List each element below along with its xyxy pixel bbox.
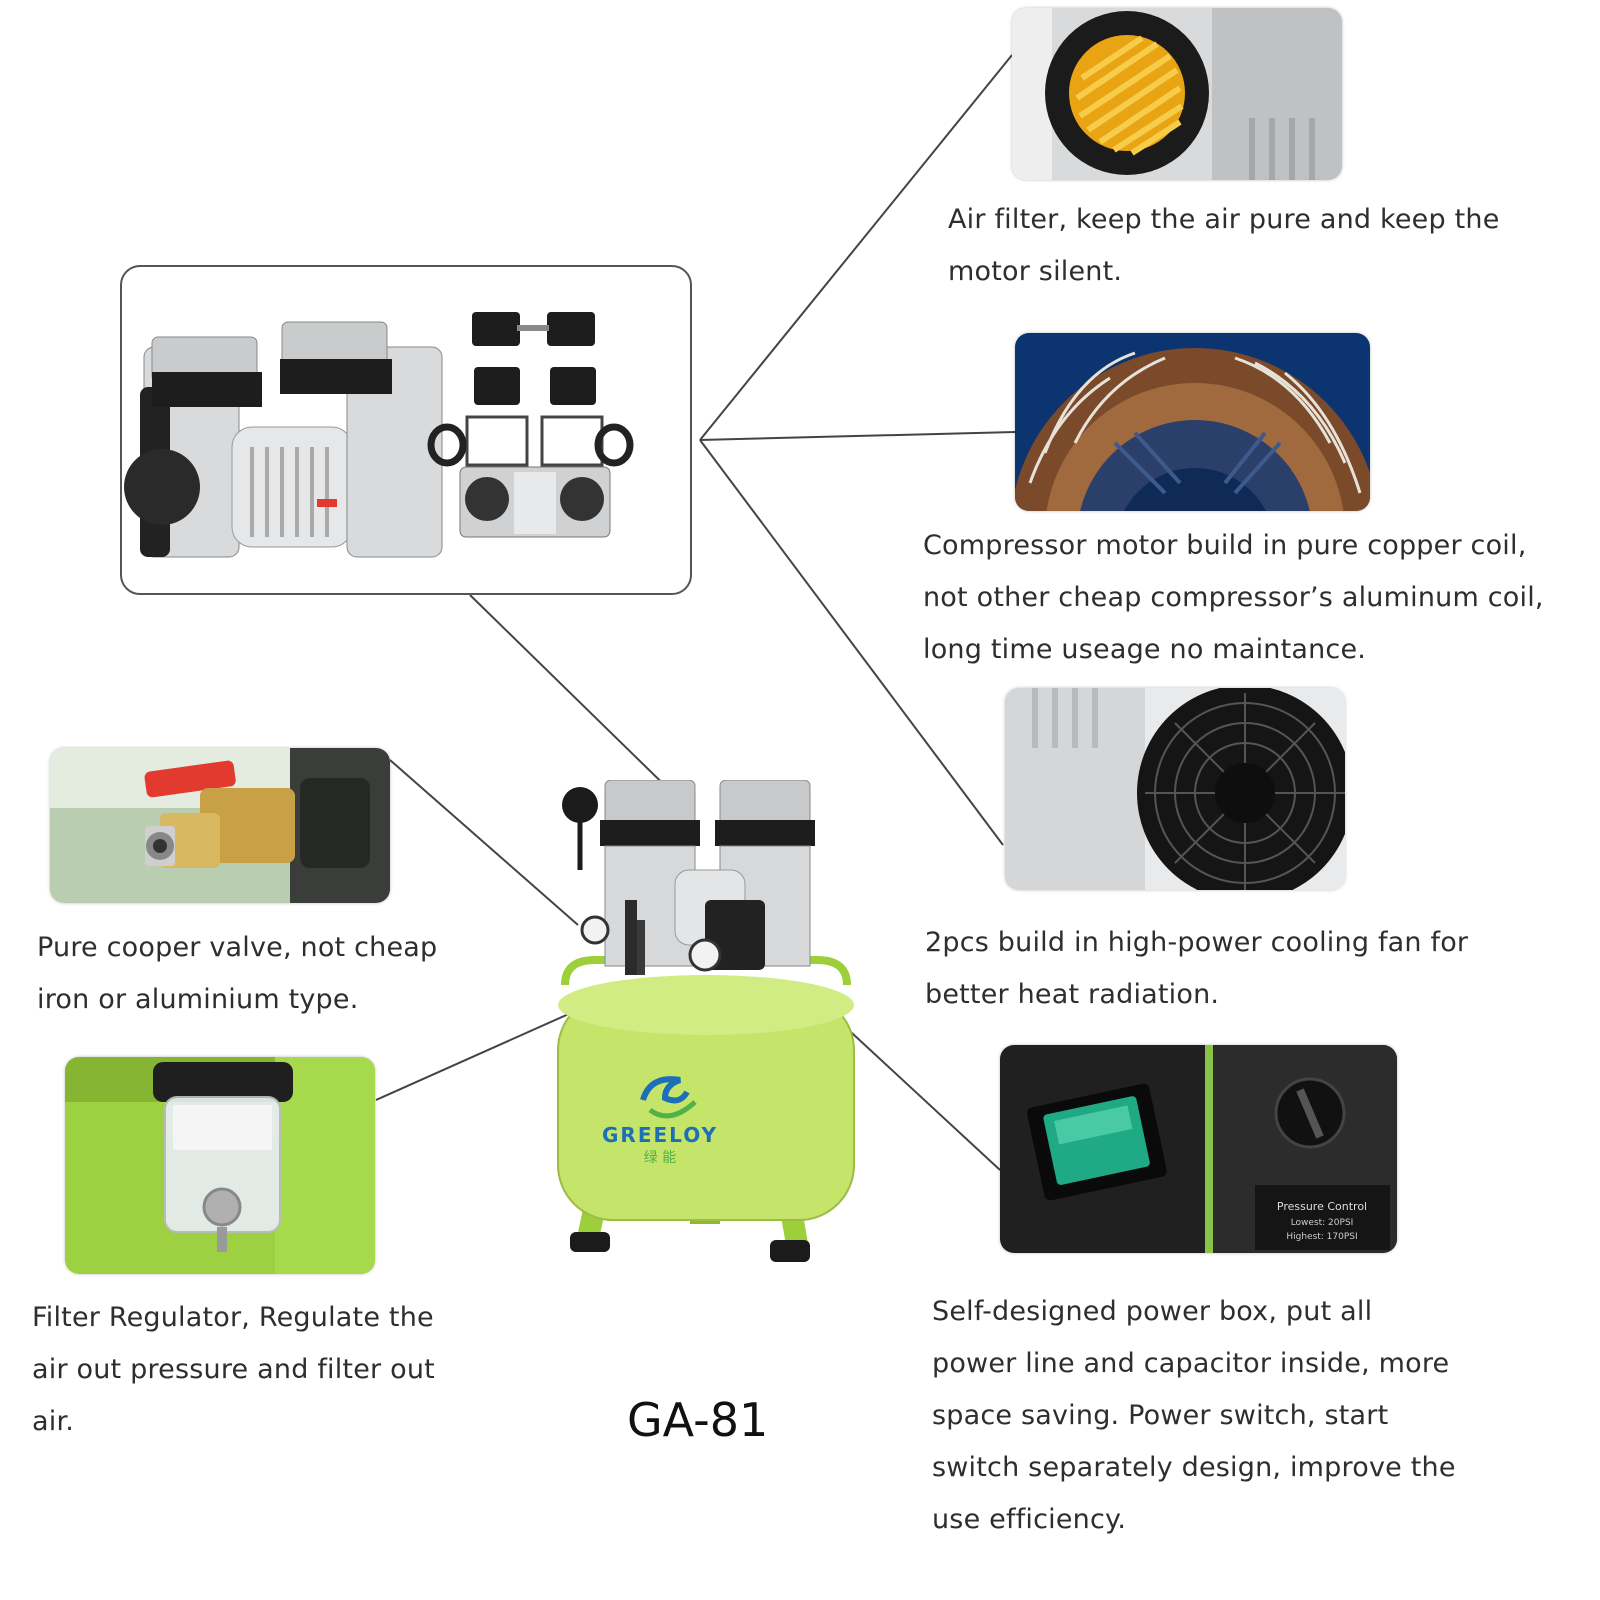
caption-line: Compressor motor build in pure copper co… xyxy=(923,530,1527,561)
air-filter-caption: Air filter, keep the air pure and keep t… xyxy=(948,194,1500,298)
motor-coil-image xyxy=(1015,333,1370,511)
caption-line: Pure cooper valve, not cheap xyxy=(37,932,438,963)
filter-regulator-caption: Filter Regulator, Regulate the air out p… xyxy=(32,1292,435,1448)
power-box-photo: Pressure Control Lowest: 20PSI Highest: … xyxy=(1000,1045,1397,1253)
caption-line: better heat radiation. xyxy=(925,979,1220,1010)
caption-line: iron or aluminium type. xyxy=(37,984,359,1015)
filter-regulator-image xyxy=(65,1057,375,1274)
caption-line: Self-designed power box, put all xyxy=(932,1296,1373,1327)
pressure-low-label: Lowest: 20PSI xyxy=(1291,1218,1354,1228)
model-label: GA-81 xyxy=(627,1393,769,1447)
air-filter-photo xyxy=(1012,8,1342,180)
caption-line: power line and capacitor inside, more xyxy=(932,1348,1450,1379)
cooling-fan-caption: 2pcs build in high-power cooling fan for… xyxy=(925,917,1468,1021)
caption-line: air out pressure and filter out xyxy=(32,1354,435,1385)
motor-coil-caption: Compressor motor build in pure copper co… xyxy=(923,520,1544,676)
power-switch xyxy=(1027,1083,1167,1201)
power-box-image: Pressure Control Lowest: 20PSI Highest: … xyxy=(1000,1045,1397,1253)
filter-regulator-photo xyxy=(65,1057,375,1274)
caption-line: motor silent. xyxy=(948,256,1123,287)
leader-pump xyxy=(469,594,691,811)
valve-photo xyxy=(50,748,390,903)
compressor-illustration: GREELOY 绿 能 xyxy=(555,779,875,1285)
leader-air-filter xyxy=(699,54,1013,441)
valve-image xyxy=(50,748,390,903)
cooling-fan-image xyxy=(1005,688,1345,890)
caption-line: long time useage no maintance. xyxy=(923,634,1367,665)
greeloy-logo: GREELOY 绿 能 xyxy=(602,1076,718,1166)
caption-line: 2pcs build in high-power cooling fan for xyxy=(925,927,1469,958)
motor-coil-photo xyxy=(1015,333,1370,511)
pump-assembled xyxy=(124,321,443,558)
brand-name: GREELOY xyxy=(602,1123,718,1147)
caption-line: Air filter, keep the air pure and keep t… xyxy=(948,204,1500,235)
leader-valve xyxy=(389,759,579,926)
caption-line: air. xyxy=(32,1406,75,1437)
pressure-control-label: Pressure Control xyxy=(1277,1200,1367,1213)
cooling-fan-photo xyxy=(1005,688,1345,890)
caption-line: use efficiency. xyxy=(932,1504,1127,1535)
leader-cooling-fan xyxy=(699,439,1004,846)
air-filter-image xyxy=(1012,8,1342,180)
pump-exploded xyxy=(427,312,634,538)
brand-sub: 绿 能 xyxy=(644,1150,676,1166)
caption-line: switch separately design, improve the xyxy=(932,1452,1456,1483)
valve-caption: Pure cooper valve, not cheap iron or alu… xyxy=(37,922,437,1026)
caption-line: space saving. Power switch, start xyxy=(932,1400,1389,1431)
leader-filter-regulator xyxy=(375,999,601,1101)
pump-assembly-panel xyxy=(120,265,692,595)
compressor-image: GREELOY 绿 能 xyxy=(557,779,855,1262)
pressure-high-label: Highest: 170PSI xyxy=(1286,1232,1357,1242)
pump-assembly-image xyxy=(124,312,634,558)
caption-line: Filter Regulator, Regulate the xyxy=(32,1302,434,1333)
leader-motor-coil xyxy=(699,431,1016,441)
caption-line: not other cheap compressor’s aluminum co… xyxy=(923,582,1544,613)
power-box-caption: Self-designed power box, put all power l… xyxy=(932,1286,1456,1546)
